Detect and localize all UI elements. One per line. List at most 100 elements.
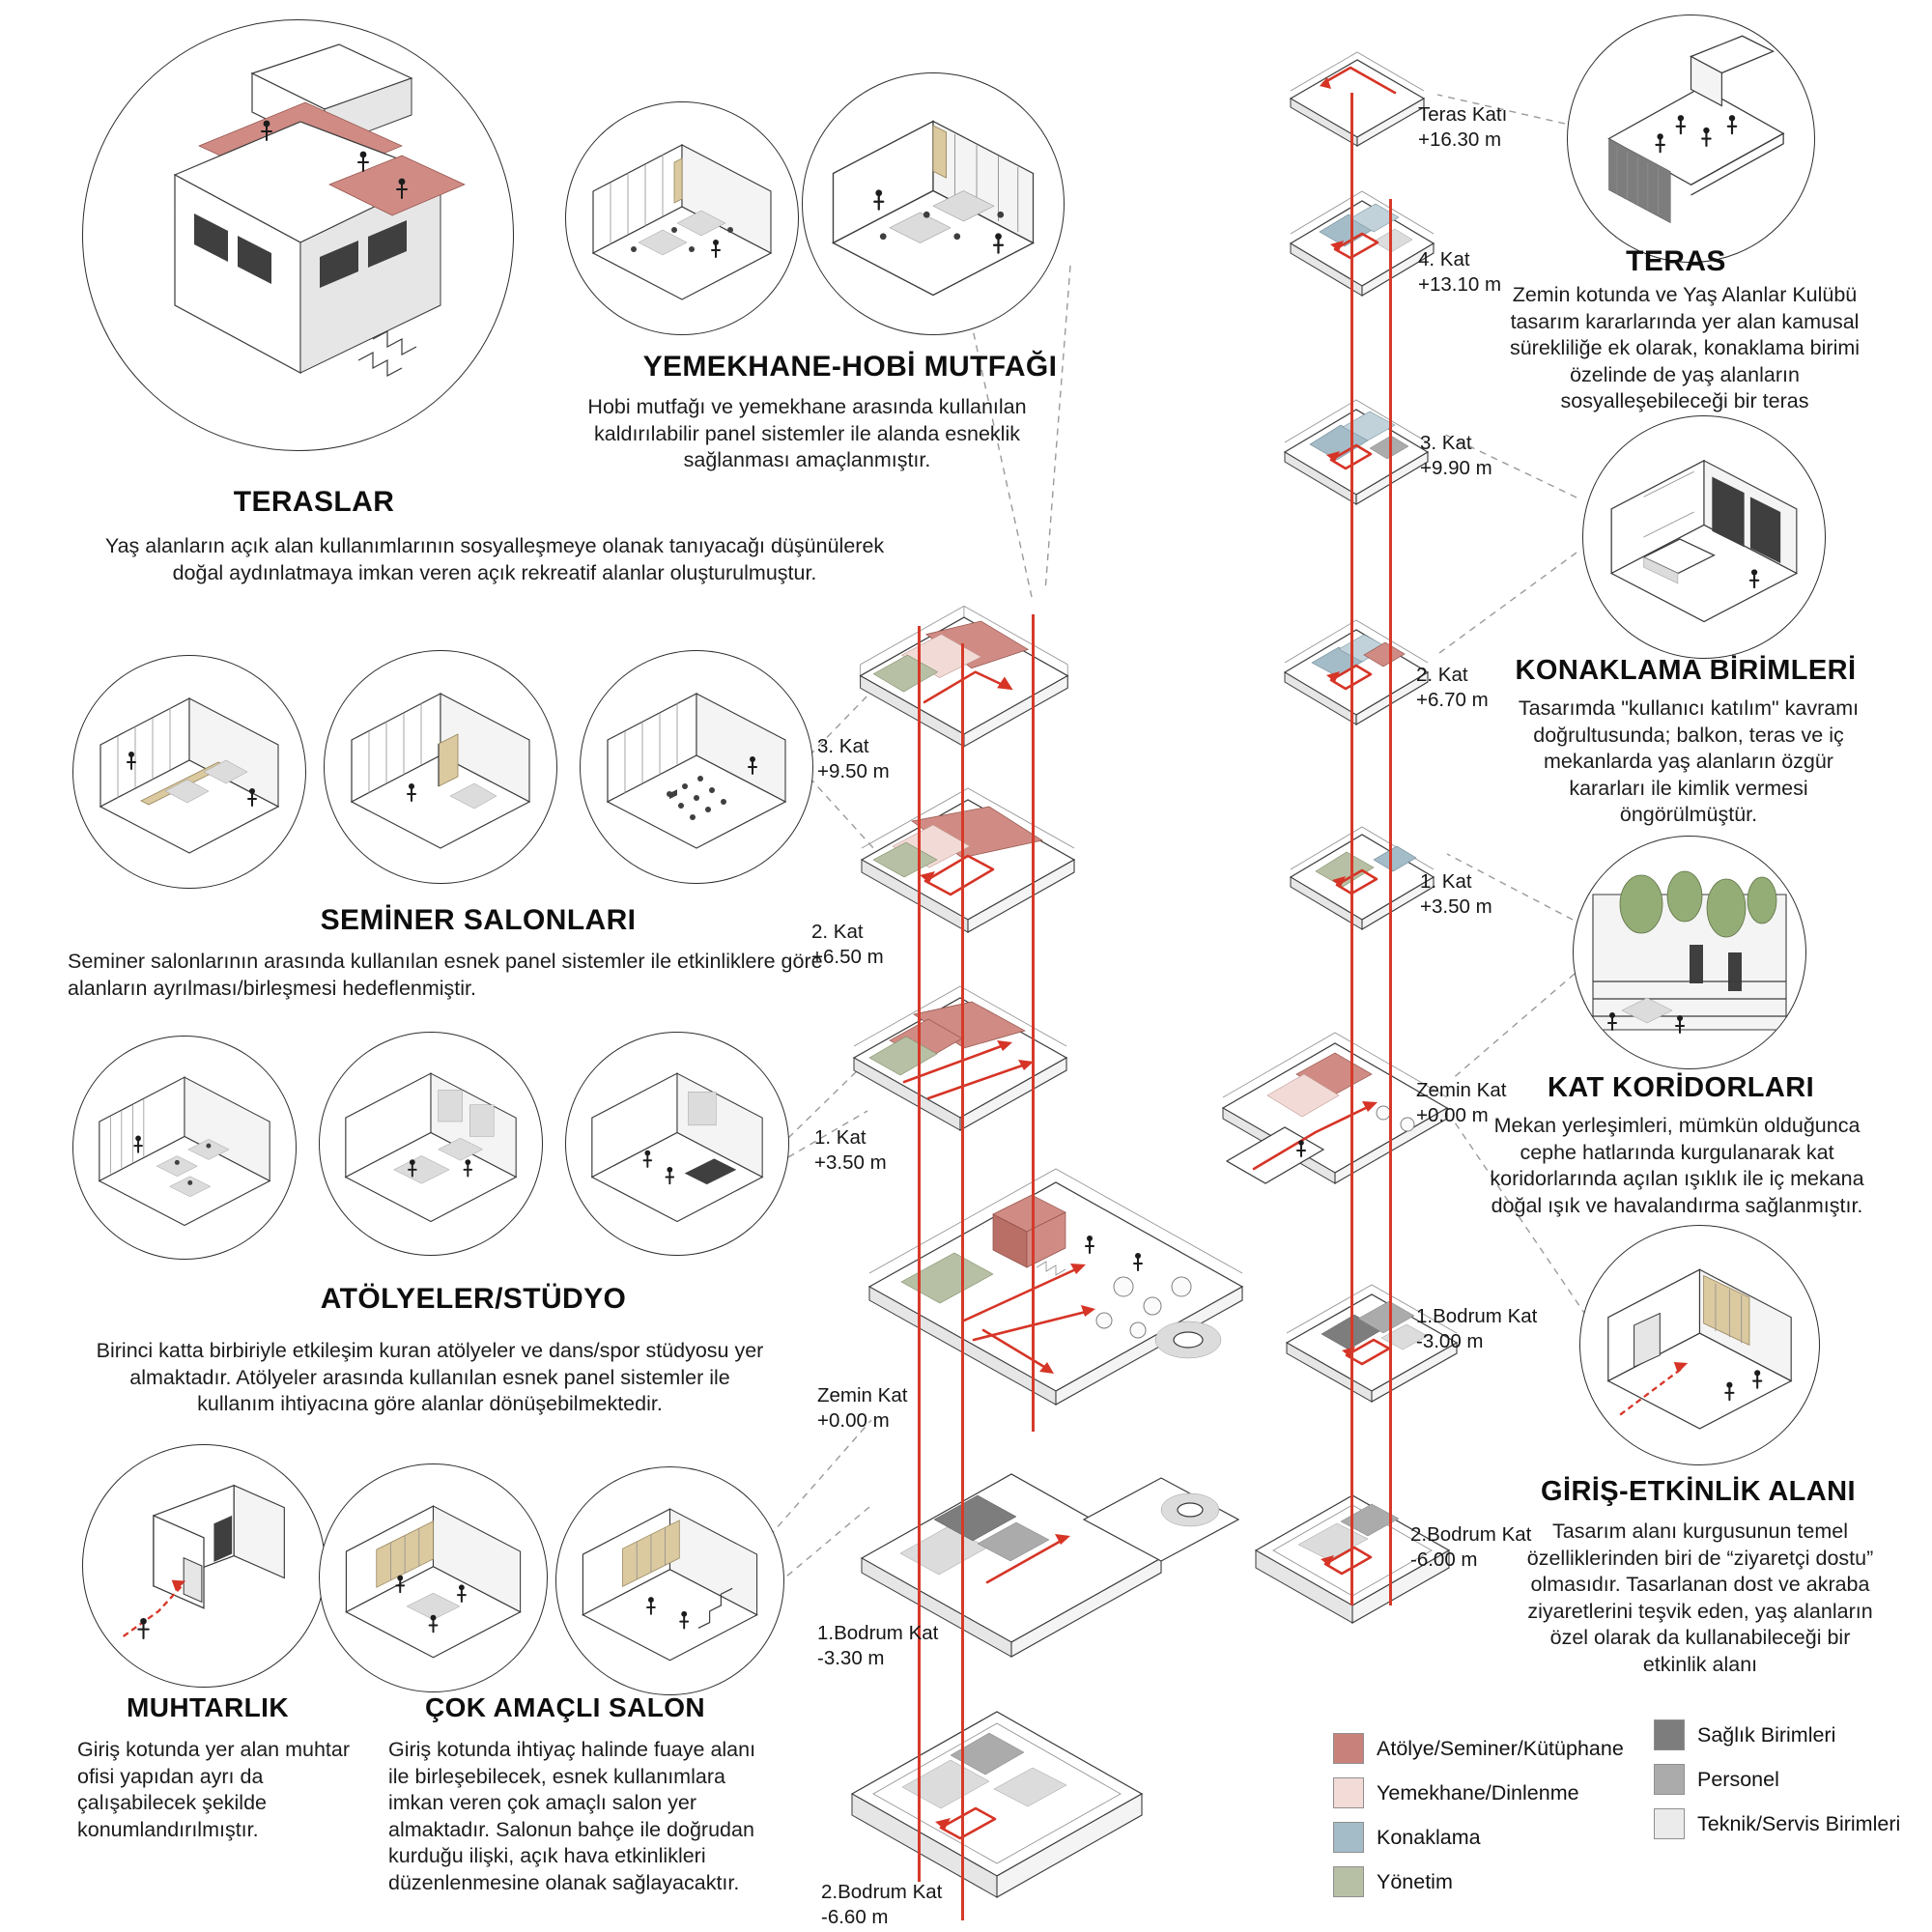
cok-amacli-sketch-1 bbox=[319, 1463, 548, 1692]
center-plate-1kat bbox=[837, 961, 1078, 1159]
muhtarlik-sketch bbox=[82, 1444, 326, 1688]
section-body-koridor: Mekan yerleşimleri, mümkün olduğunca cep… bbox=[1490, 1114, 1864, 1217]
atolye-interior-drawing-3 bbox=[590, 1072, 764, 1223]
legend-label-konaklama: Konaklama bbox=[1377, 1825, 1481, 1849]
section-title-muhtarlik: MUHTARLIK bbox=[127, 1692, 289, 1722]
cok-amacli-interior-drawing-2 bbox=[582, 1508, 758, 1662]
circulation-line-center-1 bbox=[918, 626, 921, 1882]
section-body-konaklama: Tasarımda "kullanıcı katılım" kavramı do… bbox=[1518, 696, 1860, 827]
legend-swatch-teknik bbox=[1654, 1808, 1685, 1839]
center-plate-zemin bbox=[848, 1142, 1264, 1432]
legend-label-atolye: Atölye/Seminer/Kütüphane bbox=[1377, 1736, 1624, 1760]
atolye-sketch-1 bbox=[72, 1036, 297, 1260]
right-plate-teras bbox=[1281, 39, 1434, 153]
center-plate-zemin-drawing bbox=[867, 1168, 1244, 1406]
section-title-cok-amacli: ÇOK AMAÇLI SALON bbox=[424, 1692, 705, 1722]
legend-swatch-yemekhane bbox=[1333, 1777, 1364, 1808]
section-body-teraslar: Yaş alanların açık alan kullanımlarının … bbox=[104, 534, 885, 584]
seminer-sketch-2 bbox=[324, 650, 557, 884]
right-plate-3kat bbox=[1275, 384, 1437, 518]
section-title-konaklama: KONAKLAMA BİRİMLERİ bbox=[1515, 655, 1857, 686]
floor-label-right-2kat: 2. Kat+6.70 m bbox=[1416, 664, 1489, 712]
seminer-sketch-1 bbox=[72, 655, 306, 889]
yemekhane-interior-drawing-2 bbox=[832, 120, 1035, 297]
center-plate-bodrum2 bbox=[835, 1673, 1158, 1915]
kat-koridoru-sketch bbox=[1573, 836, 1806, 1069]
floor-label-right-bodrum2: 2.Bodrum Kat-6.00 m bbox=[1410, 1523, 1532, 1572]
seminer-interior-drawing-3 bbox=[606, 693, 787, 849]
right-plate-4kat bbox=[1281, 176, 1443, 309]
seminer-interior-drawing-1 bbox=[99, 697, 280, 854]
muhtarlik-drawing bbox=[123, 1484, 285, 1640]
right-plate-4kat-drawing bbox=[1289, 190, 1435, 297]
center-plate-1kat-drawing bbox=[852, 985, 1068, 1131]
legend-item-saglik: Sağlık Birimleri bbox=[1654, 1719, 1835, 1750]
teras-sketch bbox=[1567, 14, 1815, 263]
floor-label-right-4kat: 4. Kat+13.10 m bbox=[1418, 248, 1502, 297]
section-body-seminer: Seminer salonlarının arasında kullanılan… bbox=[68, 950, 823, 1000]
right-plate-3kat-drawing bbox=[1283, 399, 1430, 505]
right-plate-1kat-drawing bbox=[1289, 826, 1435, 930]
cok-amacli-sketch-2 bbox=[555, 1466, 784, 1695]
floor-label-right-3kat: 3. Kat+9.90 m bbox=[1420, 432, 1492, 480]
section-body-atolyeler: Birinci katta birbiriyle etkileşim kuran… bbox=[96, 1339, 764, 1416]
section-title-teras: TERAS bbox=[1626, 245, 1726, 277]
atolye-sketch-3 bbox=[565, 1032, 789, 1256]
legend-item-yonetim: Yönetim bbox=[1333, 1866, 1453, 1897]
yemekhane-sketch-1 bbox=[565, 101, 799, 335]
circulation-line-right-1 bbox=[1350, 93, 1353, 1605]
center-plate-2kat bbox=[844, 763, 1086, 961]
legend-label-yonetim: Yönetim bbox=[1377, 1869, 1453, 1893]
right-plate-teras-drawing bbox=[1289, 51, 1426, 147]
teraslar-building-sketch bbox=[82, 19, 514, 451]
section-title-teraslar: TERASLAR bbox=[233, 486, 395, 518]
legend-label-teknik: Teknik/Servis Birimleri bbox=[1697, 1811, 1901, 1835]
right-plate-2kat bbox=[1275, 605, 1437, 738]
center-plate-bodrum1 bbox=[842, 1428, 1258, 1664]
section-body-cok-amacli: Giriş kotunda ihtiyaç halinde fuaye alan… bbox=[388, 1738, 756, 1894]
seminer-sketch-3 bbox=[580, 650, 813, 884]
circulation-line-center-2 bbox=[961, 643, 964, 1920]
center-plate-bodrum2-drawing bbox=[850, 1711, 1144, 1898]
floor-label-center-bodrum2: 2.Bodrum Kat-6.60 m bbox=[821, 1881, 943, 1929]
section-body-giris: Tasarım alanı kurgusunun temel özellikle… bbox=[1526, 1520, 1874, 1676]
section-title-giris: GİRİŞ-ETKİNLİK ALANI bbox=[1541, 1476, 1856, 1507]
right-plate-bodrum1-drawing bbox=[1285, 1284, 1459, 1403]
legend-label-saglik: Sağlık Birimleri bbox=[1697, 1722, 1836, 1747]
giris-interior-drawing bbox=[1606, 1268, 1793, 1430]
floor-label-center-bodrum1: 1.Bodrum Kat-3.30 m bbox=[817, 1622, 939, 1670]
circulation-line-right-2 bbox=[1389, 199, 1392, 1605]
floor-label-center-zemin: Zemin Kat+0.00 m bbox=[817, 1384, 908, 1433]
building-axon-drawing bbox=[173, 43, 466, 377]
center-plate-2kat-drawing bbox=[860, 787, 1076, 933]
floor-label-center-2kat: 2. Kat+6.50 m bbox=[811, 921, 884, 969]
legend-swatch-atolye bbox=[1333, 1733, 1364, 1764]
atolye-sketch-2 bbox=[319, 1032, 543, 1256]
teras-roof-drawing bbox=[1607, 35, 1785, 224]
legend-swatch-saglik bbox=[1654, 1719, 1685, 1750]
giris-etkinlik-sketch bbox=[1579, 1225, 1820, 1465]
floor-label-right-teras: Teras Katı+16.30 m bbox=[1418, 103, 1508, 152]
legend-swatch-yonetim bbox=[1333, 1866, 1364, 1897]
section-body-muhtarlik: Giriş kotunda yer alan muhtar ofisi yapı… bbox=[77, 1738, 351, 1841]
section-title-koridor: KAT KORİDORLARI bbox=[1547, 1072, 1815, 1103]
circulation-line-center-3 bbox=[1032, 614, 1035, 1432]
section-body-yemekhane: Hobi mutfağı ve yemekhane arasında kulla… bbox=[587, 395, 1027, 472]
center-plate-bodrum1-drawing bbox=[860, 1473, 1240, 1658]
legend-item-yemekhane: Yemekhane/Dinlenme bbox=[1333, 1777, 1579, 1808]
legend-item-teknik: Teknik/Servis Birimleri bbox=[1654, 1808, 1900, 1839]
konaklama-sketch bbox=[1582, 415, 1826, 659]
floor-label-right-bodrum1: 1.Bodrum Kat-3.00 m bbox=[1416, 1305, 1538, 1353]
floor-label-center-1kat: 1. Kat+3.50 m bbox=[814, 1126, 887, 1175]
yemekhane-sketch-2 bbox=[802, 72, 1065, 335]
right-plate-1kat bbox=[1281, 813, 1443, 941]
cok-amacli-interior-drawing-1 bbox=[345, 1505, 522, 1659]
konaklama-interior-drawing bbox=[1609, 459, 1799, 623]
yemekhane-interior-drawing-1 bbox=[591, 144, 773, 300]
floor-label-right-zemin: Zemin Kat+0.00 m bbox=[1416, 1079, 1507, 1127]
right-plate-2kat-drawing bbox=[1283, 619, 1430, 725]
floor-label-right-1kat: 1. Kat+3.50 m bbox=[1420, 870, 1492, 919]
balkon-bitki-drawing bbox=[1592, 870, 1787, 1034]
legend-item-atolye: Atölye/Seminer/Kütüphane bbox=[1333, 1733, 1624, 1764]
